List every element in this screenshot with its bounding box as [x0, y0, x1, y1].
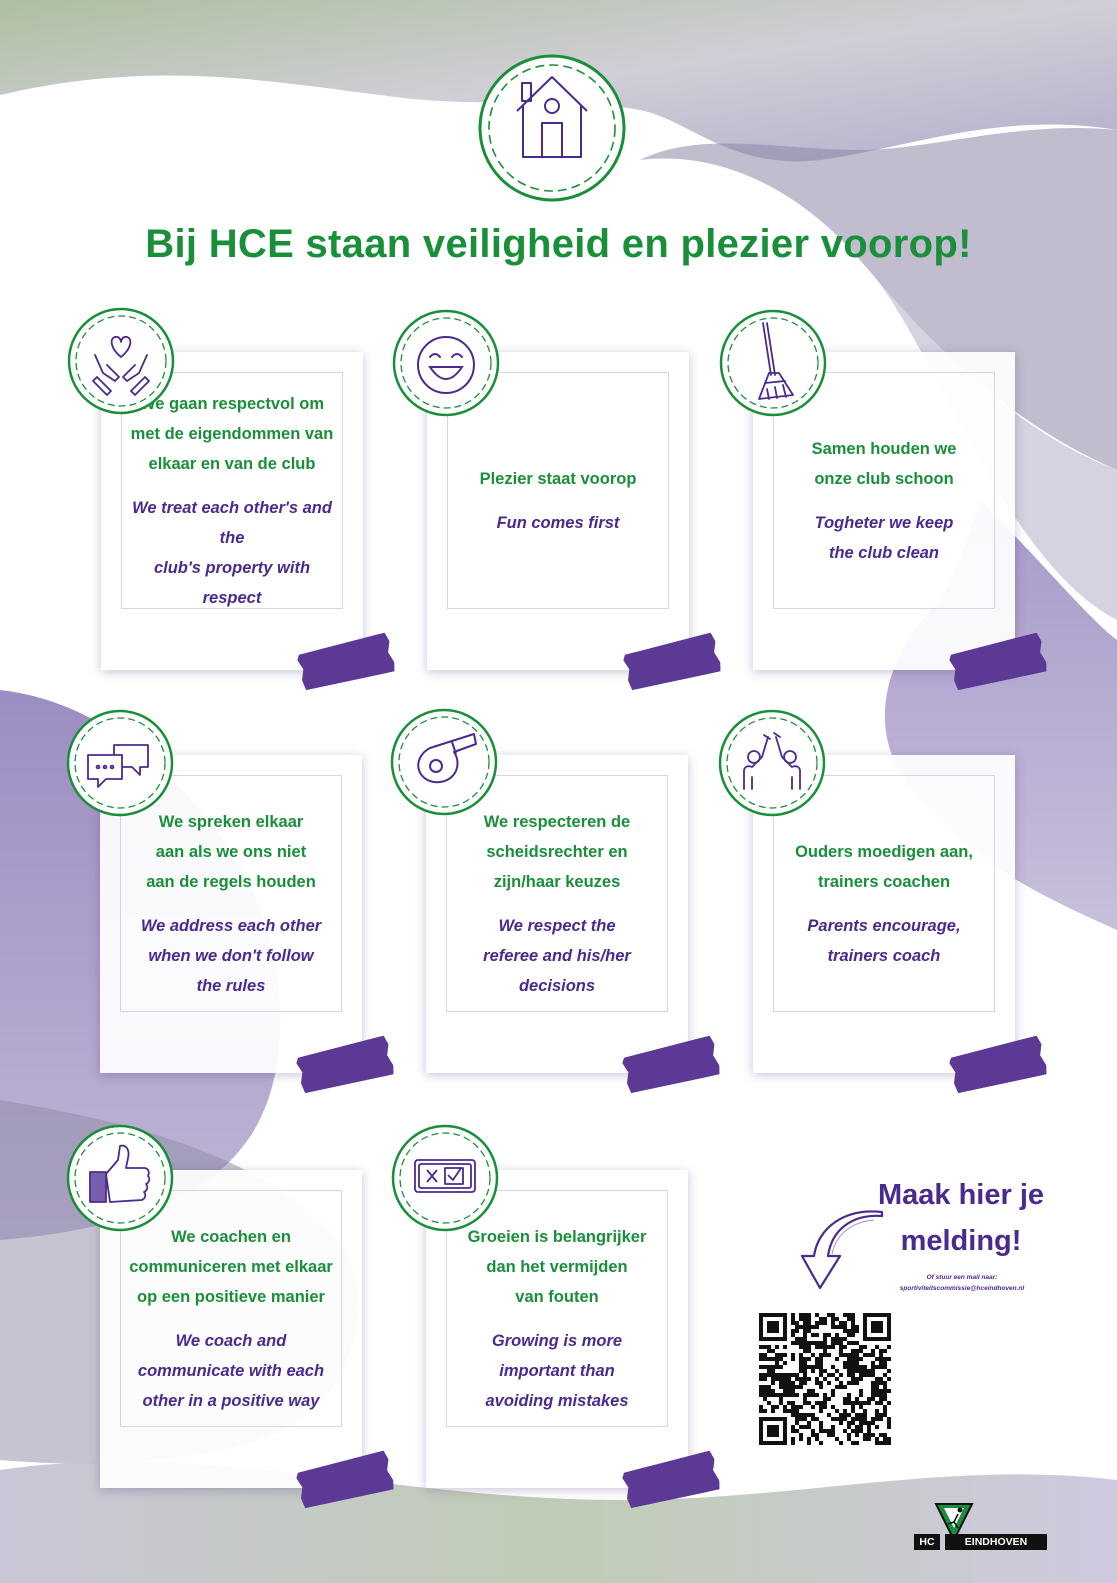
mail-note-intro: Of stuur een mail naar:	[926, 1274, 998, 1281]
mail-note: Of stuur een mail naar: sportiviteitscom…	[872, 1272, 1052, 1294]
speech-bubbles-icon	[66, 709, 174, 817]
english-line: communicate with each	[137, 1361, 325, 1380]
english-text: We treat each other's and the club's pro…	[128, 493, 336, 613]
card-text-area: Samen houden we onze club schoon Toghete…	[773, 372, 995, 609]
dutch-line: Ouders moedigen aan,	[795, 842, 973, 861]
english-text: Fun comes first	[497, 508, 620, 538]
card-text-area: Ouders moedigen aan, trainers coachen Pa…	[773, 775, 995, 1012]
english-line: decisions	[518, 976, 596, 995]
dutch-text: Samen houden we onze club schoon	[812, 434, 957, 494]
dutch-line: met de eigendommen van	[130, 424, 334, 443]
curved-arrow-icon	[800, 1210, 884, 1290]
checkbox-icon	[391, 1124, 499, 1232]
english-line: We address each other	[140, 916, 322, 935]
rule-card: Groeien is belangrijker dan het vermijde…	[426, 1170, 688, 1488]
mail-address-link[interactable]: sportiviteitscommissie@hceindhoven.nl	[899, 1285, 1025, 1292]
english-line: We respect the	[498, 916, 616, 935]
dutch-line: Plezier staat voorop	[479, 469, 637, 488]
dutch-line: dan het vermijden	[486, 1257, 628, 1276]
logo-hc-text: HC	[914, 1534, 940, 1550]
dutch-line: We respecteren de	[483, 812, 631, 831]
english-text: We address each other when we don't foll…	[141, 911, 321, 1001]
english-text: Parents encourage, trainers coach	[807, 911, 960, 971]
english-line: the rules	[196, 976, 266, 995]
dutch-line: elkaar en van de club	[148, 454, 316, 473]
english-line: when we don't follow	[148, 946, 314, 965]
whistle-icon	[390, 708, 498, 816]
english-line: Parents encourage,	[807, 916, 961, 935]
dutch-line: We gaan respectvol om	[139, 394, 324, 413]
english-text: We respect the referee and his/her decis…	[483, 911, 631, 1001]
hc-eindhoven-logo	[934, 1503, 974, 1543]
english-line: We treat each other's and the	[132, 498, 332, 547]
dutch-line: aan de regels houden	[146, 872, 316, 891]
dutch-line: onze club schoon	[814, 469, 954, 488]
english-line: other in a positive way	[142, 1391, 320, 1410]
logo-name-text: EINDHOVEN	[945, 1534, 1047, 1550]
english-text: We coach and communicate with each other…	[138, 1326, 324, 1416]
card-text-area: We spreken elkaar aan als we ons niet aa…	[120, 775, 342, 1012]
smiley-face-icon	[392, 309, 500, 417]
report-heading-line: Maak hier je	[877, 1179, 1045, 1211]
dutch-text: Plezier staat voorop	[480, 464, 637, 494]
english-line: Growing is more	[491, 1331, 623, 1350]
english-text: Togheter we keep the club clean	[815, 508, 954, 568]
card-text-area: We respecteren de scheidsrechter en zijn…	[446, 775, 668, 1012]
qr-code-icon[interactable]	[759, 1313, 891, 1445]
dutch-text: Ouders moedigen aan, trainers coachen	[795, 837, 973, 897]
rule-card: Ouders moedigen aan, trainers coachen Pa…	[753, 755, 1015, 1073]
house-icon	[478, 54, 626, 202]
english-line: the club clean	[828, 543, 939, 562]
dutch-line: trainers coachen	[817, 872, 951, 891]
card-text-area: We gaan respectvol om met de eigendommen…	[121, 372, 343, 609]
dutch-line: aan als we ons niet	[155, 842, 307, 861]
report-heading: Maak hier je melding!	[866, 1172, 1056, 1264]
dutch-line: We coachen en	[171, 1227, 291, 1246]
english-line: important than	[499, 1361, 615, 1380]
dutch-text: Groeien is belangrijker dan het vermijde…	[468, 1222, 647, 1312]
english-line: Togheter we keep	[814, 513, 954, 532]
page-title: Bij HCE staan veiligheid en plezier voor…	[145, 222, 972, 266]
dutch-text: We spreken elkaar aan als we ons niet aa…	[146, 807, 316, 897]
dutch-line: Groeien is belangrijker	[467, 1227, 647, 1246]
card-text-area: Groeien is belangrijker dan het vermijde…	[446, 1190, 668, 1427]
dutch-line: communiceren met elkaar	[129, 1257, 333, 1276]
dutch-text: We gaan respectvol om met de eigendommen…	[131, 389, 334, 479]
card-text-area: Plezier staat voorop Fun comes first	[447, 372, 669, 609]
dutch-line: op een positieve manier	[137, 1287, 325, 1306]
rule-card: We coachen en communiceren met elkaar op…	[100, 1170, 362, 1488]
english-line: We coach and	[175, 1331, 287, 1350]
english-line: trainers coach	[827, 946, 941, 965]
dutch-line: Samen houden we	[811, 439, 957, 458]
heart-hands-icon	[67, 307, 175, 415]
english-line: club's property with respect	[153, 558, 311, 607]
dutch-text: We coachen en communiceren met elkaar op…	[129, 1222, 333, 1312]
report-heading-line: melding!	[900, 1225, 1022, 1257]
english-line: referee and his/her	[483, 946, 631, 965]
card-text-area: We coachen en communiceren met elkaar op…	[120, 1190, 342, 1427]
high-five-icon	[718, 709, 826, 817]
dutch-text: We respecteren de scheidsrechter en zijn…	[484, 807, 630, 897]
english-line: Fun comes first	[496, 513, 620, 532]
dutch-line: We spreken elkaar	[158, 812, 304, 831]
english-line: avoiding mistakes	[485, 1391, 629, 1410]
dutch-line: zijn/haar keuzes	[493, 872, 621, 891]
dutch-line: van fouten	[515, 1287, 599, 1306]
thumbs-up-icon	[66, 1124, 174, 1232]
dutch-line: scheidsrechter en	[486, 842, 628, 861]
english-text: Growing is more important than avoiding …	[485, 1326, 628, 1416]
broom-icon	[719, 309, 827, 417]
